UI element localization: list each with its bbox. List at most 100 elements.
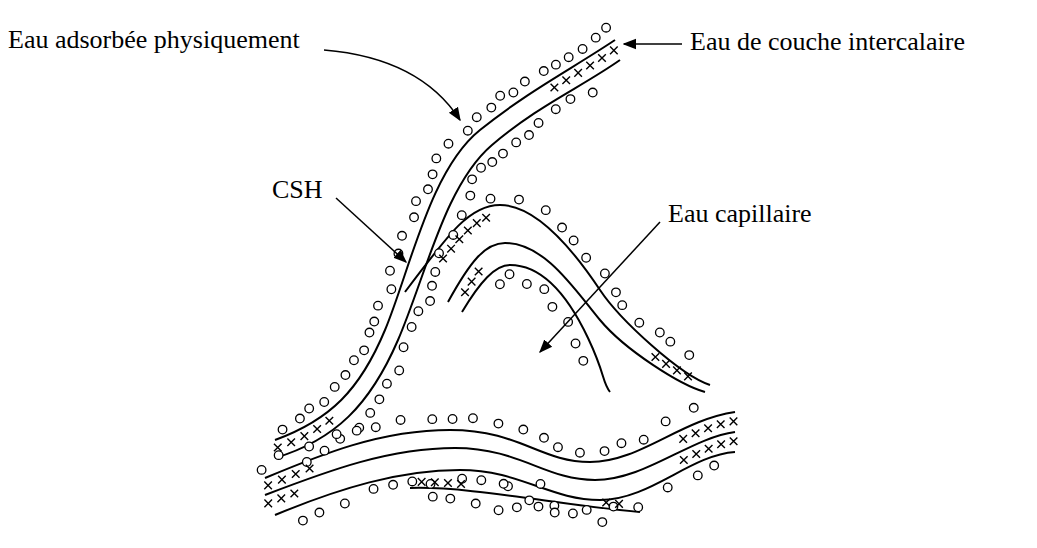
interlayer-water-mark	[730, 418, 738, 426]
water-molecule	[428, 415, 437, 424]
interlayer-water-mark	[692, 450, 700, 458]
water-molecule	[600, 447, 609, 456]
interlayer-water-marks	[264, 47, 737, 508]
leader-line	[324, 50, 460, 120]
interlayer-water-mark	[615, 500, 623, 508]
interlayer-water-mark	[586, 62, 594, 70]
interlayer-water-mark	[306, 465, 314, 473]
interlayer-water-mark	[277, 495, 285, 503]
water-molecule	[296, 414, 305, 423]
label: Eau capillaire	[668, 200, 812, 229]
water-molecule	[519, 425, 528, 434]
water-molecule	[488, 158, 497, 167]
interlayer-water-mark	[456, 235, 464, 243]
interlayer-water-mark	[264, 500, 272, 508]
water-molecule	[554, 443, 563, 452]
interlayer-water-mark	[439, 255, 447, 263]
water-molecule	[370, 317, 379, 326]
water-molecule	[505, 270, 514, 279]
interlayer-water-mark	[287, 438, 295, 446]
water-molecule	[499, 149, 508, 158]
water-molecule	[371, 423, 380, 432]
interlayer-water-mark	[717, 440, 725, 448]
water-molecule	[435, 249, 444, 258]
water-molecule	[576, 448, 585, 457]
interlayer-water-mark	[679, 435, 687, 443]
water-molecule	[582, 253, 591, 262]
csh-sheet	[405, 205, 710, 385]
water-molecule	[685, 351, 694, 360]
interlayer-water-mark	[680, 456, 688, 464]
water-molecule	[558, 223, 567, 232]
water-molecule	[582, 506, 591, 515]
water-molecule	[412, 197, 421, 206]
water-molecule	[693, 471, 702, 480]
interlayer-water-mark	[418, 478, 426, 486]
water-molecule	[396, 416, 405, 425]
water-molecule	[466, 191, 475, 200]
water-molecule	[469, 414, 478, 423]
water-molecule	[426, 297, 435, 306]
water-molecule	[449, 231, 458, 240]
water-molecule	[525, 496, 534, 505]
water-molecule	[431, 268, 440, 277]
water-molecule	[444, 139, 453, 148]
water-molecule	[666, 337, 675, 346]
water-molecule	[274, 451, 283, 460]
water-molecule	[550, 508, 559, 517]
leader-line	[336, 198, 406, 262]
interlayer-water-mark	[730, 438, 738, 446]
water-molecule	[598, 518, 607, 527]
water-molecule	[591, 33, 600, 42]
water-molecule	[564, 53, 573, 62]
water-molecule	[365, 328, 374, 337]
water-molecule	[395, 366, 404, 375]
water-molecule	[601, 269, 610, 278]
water-molecule	[539, 67, 548, 76]
water-molecule	[540, 434, 549, 443]
water-molecule	[661, 417, 670, 426]
water-molecule	[257, 466, 266, 475]
water-molecules	[257, 23, 718, 526]
interlayer-water-mark	[673, 367, 681, 375]
interlayer-water-mark	[598, 54, 606, 62]
water-molecule	[375, 395, 384, 404]
water-molecule	[634, 503, 643, 512]
csh-sheet	[410, 488, 640, 512]
water-molecule	[320, 446, 329, 455]
water-molecule	[566, 95, 575, 104]
water-molecule	[509, 88, 518, 97]
water-molecule	[394, 249, 403, 258]
interlayer-water-mark	[705, 445, 713, 453]
interlayer-water-mark	[574, 69, 582, 77]
interlayer-water-mark	[692, 429, 700, 437]
water-molecule	[428, 170, 437, 179]
water-molecule	[471, 499, 480, 508]
water-molecule	[428, 492, 437, 501]
water-molecule	[499, 479, 508, 488]
water-molecule	[389, 481, 398, 490]
water-molecule	[540, 285, 549, 294]
water-molecule	[551, 105, 560, 114]
interlayer-water-mark	[464, 227, 472, 235]
interlayer-water-mark	[704, 424, 712, 432]
leader-line	[540, 222, 660, 352]
water-molecule	[407, 323, 416, 332]
water-molecule	[432, 154, 441, 163]
csh-layers	[265, 40, 735, 515]
water-molecule	[523, 280, 532, 289]
water-molecule	[494, 506, 503, 515]
water-molecule	[366, 409, 375, 418]
water-molecule	[477, 476, 486, 485]
interlayer-water-mark	[475, 268, 483, 276]
interlayer-water-mark	[447, 245, 455, 253]
water-molecule	[579, 357, 588, 366]
leader-lines	[324, 44, 682, 352]
water-molecule	[387, 285, 396, 294]
water-molecule	[496, 280, 505, 289]
water-molecule	[618, 301, 627, 310]
water-molecule	[477, 163, 486, 172]
water-molecule	[464, 126, 473, 135]
water-molecule	[515, 195, 524, 204]
